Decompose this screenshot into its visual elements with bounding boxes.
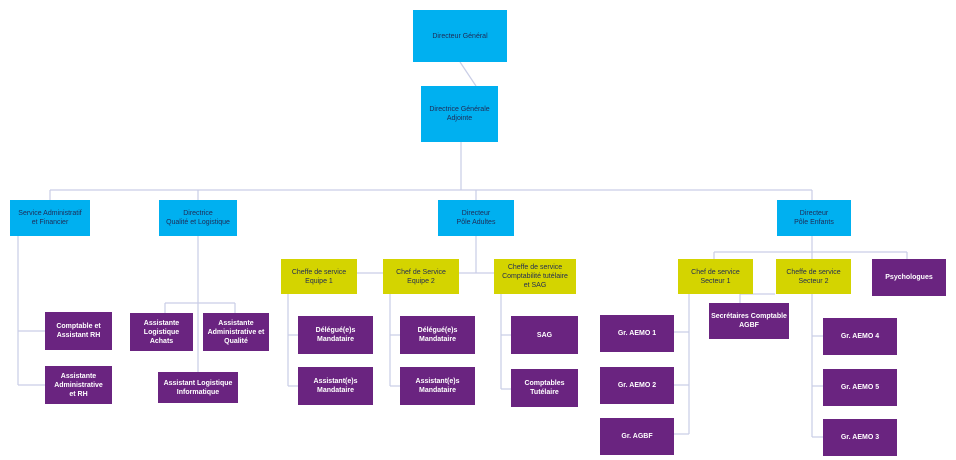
cheffe-secteur-2-box: Cheffe de service Secteur 2 [776, 259, 851, 294]
directeur-general-box: Directeur Général [413, 10, 507, 62]
cheffe-comptabilite-box: Cheffe de service Comptabilité tutélaire… [494, 259, 576, 294]
comptables-tutelaire-box: Comptables Tutélaire [511, 369, 578, 407]
gr-aemo-1-box: Gr. AEMO 1 [600, 315, 674, 352]
directeur-pole-adultes-box: Directeur Pôle Adultes [438, 200, 514, 236]
chef-secteur-1-box: Chef de service Secteur 1 [678, 259, 753, 294]
directeur-pole-enfants-box: Directeur Pôle Enfants [777, 200, 851, 236]
secretaires-comptable-agbf-box: Secrétaires Comptable AGBF [709, 303, 789, 339]
directrice-generale-adjointe-box: Directrice Générale Adjointe [421, 86, 498, 142]
assistants-mandataire-1-box: Assistant(e)s Mandataire [298, 367, 373, 405]
cheffe-equipe-1-box: Cheffe de service Equipe 1 [281, 259, 357, 294]
connector [459, 61, 477, 87]
assistants-mandataire-2-box: Assistant(e)s Mandataire [400, 367, 475, 405]
assistante-logistique-achats-box: Assistante Logistique Achats [130, 313, 193, 351]
delegues-mandataire-2-box: Délégué(e)s Mandataire [400, 316, 475, 354]
delegues-mandataire-1-box: Délégué(e)s Mandataire [298, 316, 373, 354]
gr-agbf-box: Gr. AGBF [600, 418, 674, 455]
assistante-administrative-rh-box: Assistante Administrative et RH [45, 366, 112, 404]
directrice-qualite-box: Directrice Qualité et Logistique [159, 200, 237, 236]
assistante-administrative-qualite-box: Assistante Administrative et Qualité [203, 313, 269, 351]
psychologues-box: Psychologues [872, 259, 946, 296]
comptable-assistant-rh-box: Comptable et Assistant RH [45, 312, 112, 350]
gr-aemo-2-box: Gr. AEMO 2 [600, 367, 674, 404]
sag-box: SAG [511, 316, 578, 354]
assistant-logistique-informatique-box: Assistant Logistique Informatique [158, 372, 238, 403]
service-administratif-box: Service Administratif et Financier [10, 200, 90, 236]
chef-equipe-2-box: Chef de Service Equipe 2 [383, 259, 459, 294]
gr-aemo-3-box: Gr. AEMO 3 [823, 419, 897, 456]
gr-aemo-5-box: Gr. AEMO 5 [823, 369, 897, 406]
gr-aemo-4-box: Gr. AEMO 4 [823, 318, 897, 355]
